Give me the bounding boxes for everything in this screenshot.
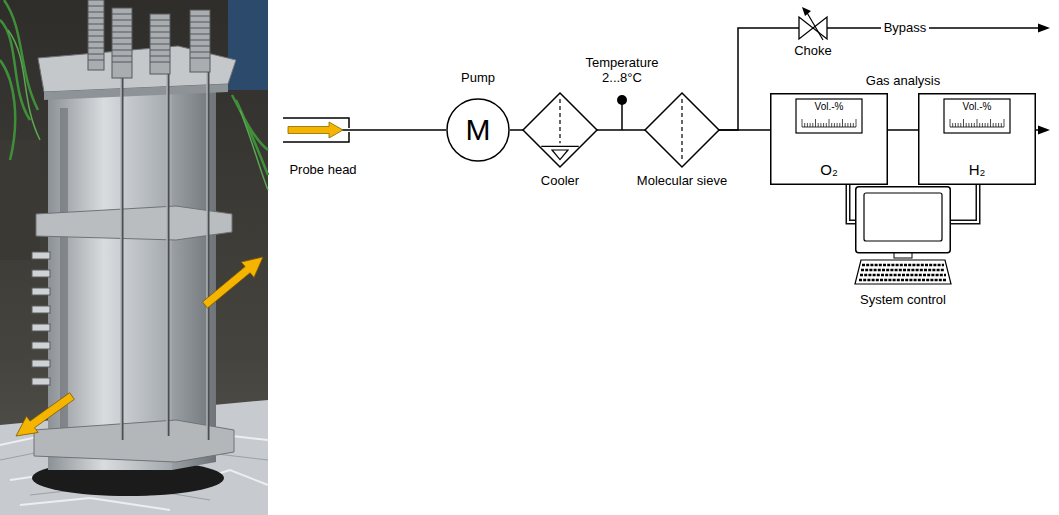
gas-line: [597, 130, 645, 131]
cable-outer: [848, 185, 855, 222]
cooler-outline: [523, 93, 597, 167]
gas-line: [363, 130, 446, 131]
sieve-outline: [645, 93, 719, 167]
cooler-symbol: Cooler: [523, 93, 597, 167]
node-label: Cooler: [541, 173, 579, 189]
probe-outline: [283, 116, 363, 144]
node-label: Molecular sieve: [637, 173, 727, 189]
signal-cable: [848, 185, 855, 222]
node-label: O₂: [820, 161, 838, 179]
valve-symbol: Choke: [799, 17, 827, 39]
cable-inner: [951, 185, 978, 222]
temperature-range: 2...8°C: [602, 70, 642, 86]
line-path: [510, 129, 523, 131]
signal-cable: [951, 185, 978, 222]
pump-symbol: PumpM: [446, 98, 510, 162]
filter-symbol: Molecular sieve: [645, 93, 719, 167]
line-label: Bypass: [881, 20, 930, 36]
probe-head: Probe head: [283, 116, 363, 144]
node-label: System control: [860, 292, 946, 308]
bypass-outlet: [827, 24, 1050, 33]
gas-analyzer: Vol.-% H₂: [918, 93, 1036, 185]
computer-symbol: System control: [855, 186, 951, 286]
unit-label: Vol.-%: [815, 101, 844, 113]
node-label: H₂: [969, 161, 986, 179]
temperature-sensor: [617, 95, 627, 130]
unit-label: Vol.-%: [963, 101, 992, 113]
node-label: Choke: [794, 43, 832, 59]
analysis-outlet: [1036, 126, 1050, 135]
gas-line: [510, 130, 523, 131]
symbol-letter: M: [466, 112, 491, 148]
line-path: [719, 129, 770, 131]
line-path: [363, 129, 446, 131]
cable-outer: [951, 185, 978, 222]
computer-outline: [855, 186, 951, 286]
device-photo: [0, 0, 268, 515]
group-label: Gas analysis: [866, 73, 940, 89]
cable-inner: [848, 185, 855, 222]
gas-line: [888, 130, 918, 131]
line-path: [597, 129, 645, 131]
sensor-label: Temperature: [586, 55, 659, 71]
node-label: Pump: [461, 70, 495, 86]
gas-line: [719, 130, 770, 131]
gas-analyzer: Vol.-% O₂: [770, 93, 888, 185]
line-path: [888, 129, 918, 131]
choke-outline: [799, 17, 827, 39]
node-label: Probe head: [289, 162, 356, 178]
